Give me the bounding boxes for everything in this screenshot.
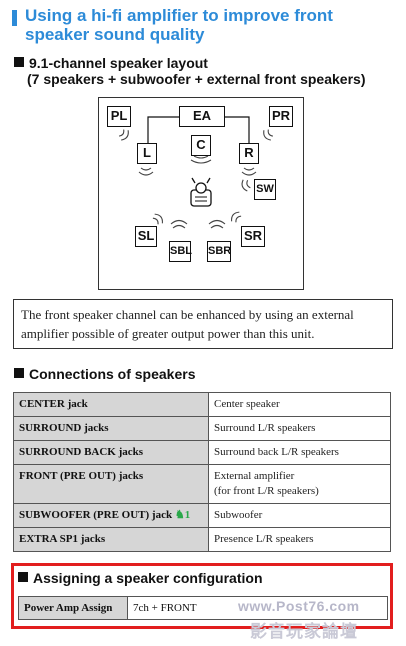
connects-cell: Subwoofer [208,503,391,528]
front-channel-note: The front speaker channel can be enhance… [13,299,393,349]
connects-cell: External amplifier (for front L/R speaker… [208,464,391,504]
diagram-lines [118,116,274,229]
wire-ea-r [225,116,250,143]
table-row: EXTRA SP1 jacks Presence L/R speakers [13,527,391,552]
title-accent-bar [12,10,17,26]
sound-wave-icons [118,129,274,229]
table-row: CENTER jack Center speaker [13,392,391,417]
jack-cell: SURROUND BACK jacks [13,440,209,465]
speaker-ea: EA [179,106,225,127]
table-row: SURROUND jacks Surround L/R speakers [13,416,391,441]
speaker-r: R [239,143,259,164]
speaker-layout-diagram: PL EA PR L C R SW SL SR SBL SBR [98,97,304,290]
bullet-square-icon [14,368,24,378]
connects-cell: Presence L/R speakers [208,527,391,552]
section-heading-assign: Assigning a speaker configuration [18,570,263,586]
subwoofer-output-icon: ♞1 [174,509,191,521]
speaker-sw: SW [254,179,276,200]
jack-text: SUBWOOFER (PRE OUT) jack [19,509,173,521]
connects-line2: (for front L/R speakers) [214,485,319,497]
page-title: Using a hi-fi amplifier to improve front… [25,6,333,44]
connects-cell: Surround L/R speakers [208,416,391,441]
listener-icon [190,177,212,207]
speaker-sr: SR [241,226,265,247]
setting-value: 7ch + FRONT [127,596,388,620]
table-row: SUBWOOFER (PRE OUT) jack ♞1 Subwoofer [13,503,391,528]
speaker-sbl: SBL [169,241,192,262]
setting-label: Power Amp Assign [18,596,128,620]
table-row: Power Amp Assign 7ch + FRONT [18,596,388,620]
wire-ea-l [147,116,179,143]
connections-table: CENTER jack Center speaker SURROUND jack… [13,392,391,552]
speaker-l: L [137,143,157,164]
power-amp-assign-table: Power Amp Assign 7ch + FRONT [18,596,388,620]
jack-cell: EXTRA SP1 jacks [13,527,209,552]
connects-cell: Center speaker [208,392,391,417]
section-heading-layout: 9.1-channel speaker layout [14,55,208,72]
connects-cell: Surround back L/R speakers [208,440,391,465]
speaker-pl: PL [107,106,131,127]
bullet-square-icon [14,57,24,67]
subwoofer-output-number: 1 [184,509,191,521]
watermark-text: 影音玩家論壇 [250,622,358,641]
bullet-square-icon [18,572,28,582]
speaker-sbr: SBR [207,241,231,262]
jack-cell: SUBWOOFER (PRE OUT) jack ♞1 [13,503,209,528]
heading-text: 9.1-channel speaker layout [29,55,208,71]
watermark-url: www.Post76.com [238,598,360,614]
speaker-config-highlight: Assigning a speaker configuration Power … [11,563,393,629]
table-row: FRONT (PRE OUT) jacks External amplifier… [13,464,391,504]
speaker-pr: PR [269,106,293,127]
speaker-sl: SL [135,226,157,247]
heading-text: Assigning a speaker configuration [33,570,263,586]
table-row: SURROUND BACK jacks Surround back L/R sp… [13,440,391,465]
speaker-c: C [191,135,211,156]
jack-cell: SURROUND jacks [13,416,209,441]
section-heading-connections: Connections of speakers [14,366,196,383]
connects-line1: External amplifier [214,470,295,482]
heading-text: Connections of speakers [29,366,196,382]
jack-cell: FRONT (PRE OUT) jacks [13,464,209,504]
section-subheading-layout: (7 speakers + subwoofer + external front… [27,71,366,87]
jack-cell: CENTER jack [13,392,209,417]
